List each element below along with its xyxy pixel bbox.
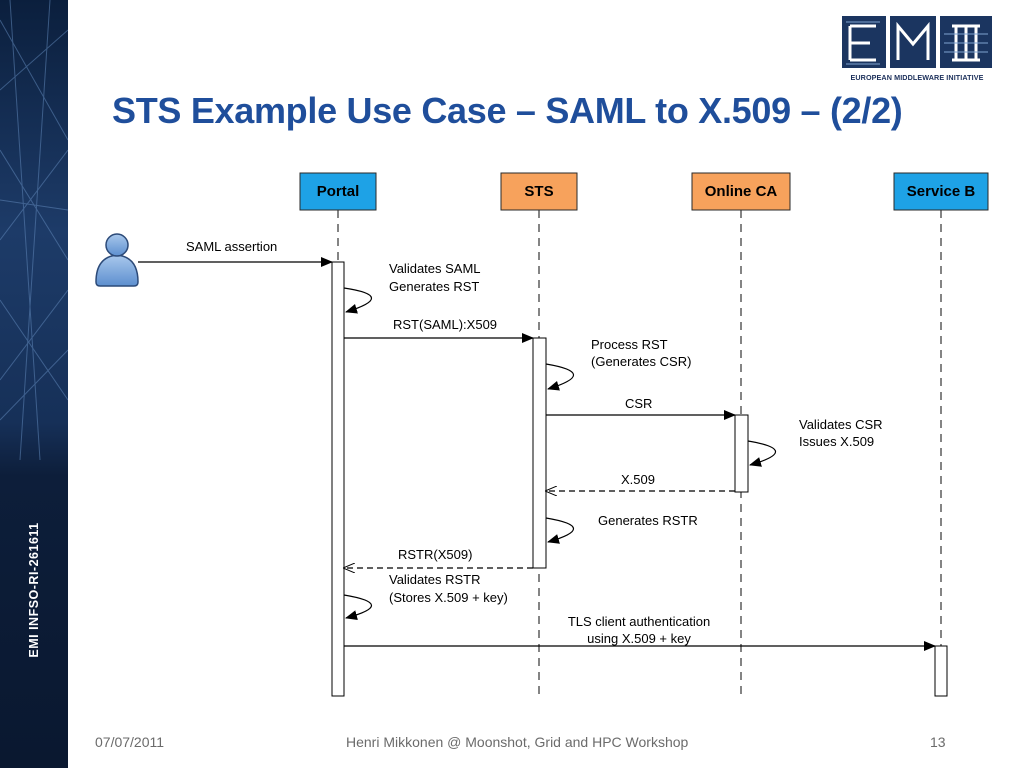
logo-caption: EUROPEAN MIDDLEWARE INITIATIVE <box>850 73 984 82</box>
participant-portal: Portal <box>299 172 377 211</box>
label-tls-2: using X.509 + key <box>587 631 691 646</box>
sts-self-call-1 <box>545 363 575 391</box>
participant-service-b: Service B <box>893 172 989 211</box>
footer-date: 07/07/2011 <box>95 734 165 750</box>
participant-online-ca: Online CA <box>691 172 791 211</box>
activation-online-ca <box>734 414 749 493</box>
emi-logo-mark <box>842 16 992 68</box>
emi-logo <box>840 14 994 84</box>
label-portal-self-4: (Stores X.509 + key) <box>389 590 508 605</box>
slide-title: STS Example Use Case – SAML to X.509 – (… <box>112 90 903 131</box>
label-x509: X.509 <box>621 472 655 487</box>
sidebar-background <box>0 0 68 768</box>
portal-self-call-2 <box>343 594 372 620</box>
label-tls-1: TLS client authentication <box>568 614 710 629</box>
footer-page-number: 13 <box>930 734 946 750</box>
sts-self-call-2 <box>545 517 574 544</box>
label-ca-self-2: Issues X.509 <box>799 434 874 449</box>
label-portal-self-3: Validates RSTR <box>389 572 481 587</box>
label-portal-self-1: Validates SAML <box>389 261 481 276</box>
footer-center: Henri Mikkonen @ Moonshot, Grid and HPC … <box>346 734 689 750</box>
label-rst-saml: RST(SAML):X509 <box>393 317 497 332</box>
label-rstr: RSTR(X509) <box>398 547 472 562</box>
label-saml-assertion: SAML assertion <box>186 239 277 254</box>
label-portal-self-2: Generates RST <box>389 279 479 294</box>
activation-sts <box>532 337 547 569</box>
label-csr: CSR <box>625 396 652 411</box>
participant-portal-label: Portal <box>317 183 360 200</box>
label-sts-self-3: Generates RSTR <box>598 513 698 528</box>
participant-sts-label: STS <box>524 183 553 200</box>
participant-sts: STS <box>500 172 578 211</box>
user-icon <box>95 233 139 287</box>
sidebar: EMI INFSO-RI-261611 <box>0 0 68 768</box>
participant-service-b-label: Service B <box>907 183 976 200</box>
participant-online-ca-label: Online CA <box>705 183 778 200</box>
label-sts-self-2: (Generates CSR) <box>591 354 691 369</box>
activation-service-b <box>934 645 948 697</box>
label-sts-self-1: Process RST <box>591 337 668 352</box>
ca-self-call <box>747 440 776 467</box>
activation-portal <box>331 261 345 697</box>
portal-self-call-1 <box>343 287 372 314</box>
label-ca-self-1: Validates CSR <box>799 417 883 432</box>
